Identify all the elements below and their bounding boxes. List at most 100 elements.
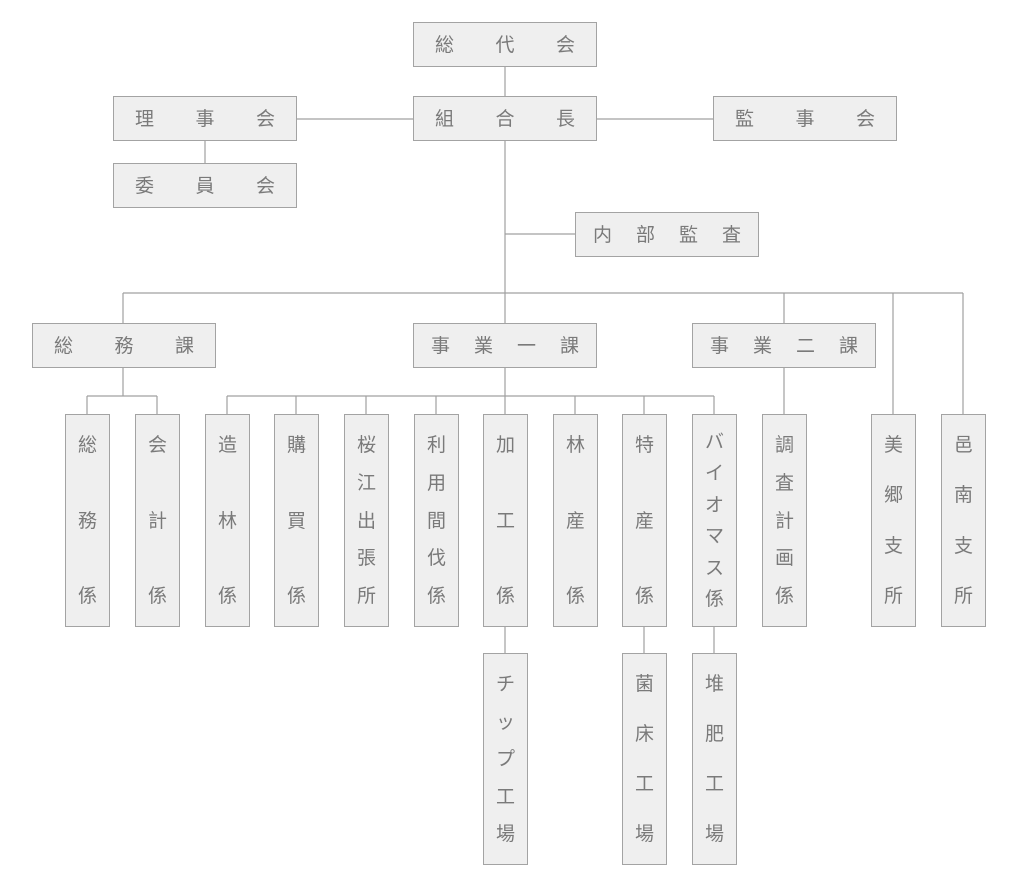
- box-label-char: 部: [635, 223, 655, 246]
- box-label-char: 堆: [704, 673, 724, 695]
- box-label-char: 調: [774, 434, 794, 456]
- unit-ohnan-branch-box: 邑南支所: [941, 414, 986, 627]
- box-label-char: 業: [752, 334, 772, 357]
- box-label-char: 係: [217, 585, 237, 607]
- box-label-char: 事: [195, 107, 215, 130]
- auditors-box: 監事会: [713, 96, 897, 141]
- box-label-char: 美: [883, 434, 903, 456]
- box-label-char: 邑: [953, 434, 973, 456]
- box-label-char: オ: [704, 493, 724, 516]
- box-label-char: 内: [593, 223, 613, 246]
- box-label-char: 特: [634, 434, 654, 456]
- committee-box: 委員会: [113, 163, 297, 208]
- box-label-char: 係: [77, 585, 97, 607]
- box-label-char: ッ: [495, 710, 515, 733]
- box-label-char: 間: [426, 509, 446, 532]
- unit-processing-box: 加工係: [483, 414, 528, 627]
- box-label-char: 計: [774, 509, 794, 532]
- box-label-char: 郷: [883, 484, 903, 507]
- box-label-char: 事: [431, 334, 451, 357]
- unit-forest-products-box: 林産係: [553, 414, 598, 627]
- box-label-char: 所: [883, 584, 903, 607]
- box-label-char: 購: [286, 434, 306, 456]
- box-label-char: 床: [634, 723, 654, 745]
- box-label-char: プ: [495, 748, 515, 770]
- box-label-char: 組: [435, 107, 455, 130]
- box-label-char: 工: [634, 773, 654, 795]
- box-label-char: 張: [356, 547, 376, 570]
- president-box: 組合長: [413, 96, 597, 141]
- unit-general-affairs-box: 総務係: [65, 414, 110, 627]
- board-box: 理事会: [113, 96, 297, 141]
- unit-specialty-box: 特産係: [622, 414, 667, 627]
- box-label-char: 会: [855, 107, 875, 130]
- box-label-char: 所: [953, 584, 973, 607]
- box-label-char: 監: [735, 107, 755, 130]
- box-label-char: 計: [147, 509, 167, 532]
- box-label-char: 監: [678, 223, 698, 246]
- box-label-char: 出: [356, 509, 376, 532]
- box-label-char: 事: [710, 334, 730, 357]
- box-label-char: 工: [495, 785, 515, 808]
- box-label-char: 二: [795, 334, 815, 357]
- business1-dept-box: 事業一課: [413, 323, 597, 368]
- facility-chip-factory-box: チップ工場: [483, 653, 528, 865]
- box-label-char: 場: [495, 823, 515, 845]
- box-label-char: 産: [634, 509, 654, 532]
- box-label-char: 係: [565, 585, 585, 607]
- general-assembly-box: 総代会: [413, 22, 597, 67]
- box-label-char: 査: [721, 223, 741, 246]
- box-label-char: バ: [704, 431, 724, 453]
- unit-survey-planning-box: 調査計画係: [762, 414, 807, 627]
- box-label-char: 係: [286, 585, 306, 607]
- internal-audit-box: 内部監査: [575, 212, 759, 257]
- box-label-char: 桜: [356, 434, 376, 456]
- box-label-char: 菌: [634, 673, 654, 695]
- box-label-char: 課: [838, 334, 858, 357]
- box-label-char: 員: [195, 174, 215, 197]
- box-label-char: 理: [135, 107, 155, 130]
- box-label-char: 肥: [704, 723, 724, 745]
- box-label-char: 場: [634, 823, 654, 845]
- box-label-char: 支: [953, 534, 973, 557]
- box-label-char: 業: [473, 334, 493, 357]
- box-label-char: 所: [356, 585, 376, 607]
- box-label-char: 委: [135, 174, 155, 197]
- box-label-char: ス: [704, 556, 724, 579]
- box-label-char: 合: [495, 107, 515, 130]
- box-label-char: 係: [147, 585, 167, 607]
- business2-dept-box: 事業二課: [692, 323, 876, 368]
- box-label-char: 工: [704, 773, 724, 795]
- facility-mushroom-bed-factory-box: 菌床工場: [622, 653, 667, 865]
- box-label-char: 総: [77, 434, 97, 456]
- box-label-char: 課: [174, 334, 194, 357]
- box-label-char: 買: [286, 509, 306, 532]
- box-label-char: 用: [426, 471, 446, 494]
- box-label-char: イ: [704, 462, 724, 485]
- box-label-char: 林: [565, 434, 585, 456]
- box-label-char: 事: [795, 107, 815, 130]
- box-label-char: マ: [704, 525, 724, 548]
- box-label-char: 係: [704, 587, 724, 610]
- box-label-char: 査: [774, 471, 794, 494]
- unit-misato-branch-box: 美郷支所: [871, 414, 916, 627]
- box-label-char: 工: [495, 509, 515, 532]
- box-label-char: 加: [495, 434, 515, 456]
- box-label-char: 課: [559, 334, 579, 357]
- general-affairs-dept-box: 総務課: [32, 323, 216, 368]
- box-label-char: 務: [114, 334, 134, 357]
- box-label-char: 画: [774, 547, 794, 570]
- box-label-char: 総: [435, 33, 455, 56]
- facility-compost-factory-box: 堆肥工場: [692, 653, 737, 865]
- unit-sakurae-office-box: 桜江出張所: [344, 414, 389, 627]
- unit-thinning-box: 利用間伐係: [414, 414, 459, 627]
- box-label-char: 係: [634, 585, 654, 607]
- box-label-char: 産: [565, 509, 585, 532]
- box-label-char: 会: [255, 107, 275, 130]
- box-label-char: 長: [555, 107, 575, 130]
- box-label-char: 造: [217, 434, 237, 456]
- box-label-char: 務: [77, 509, 97, 532]
- box-label-char: 伐: [426, 547, 446, 570]
- box-label-char: 係: [495, 585, 515, 607]
